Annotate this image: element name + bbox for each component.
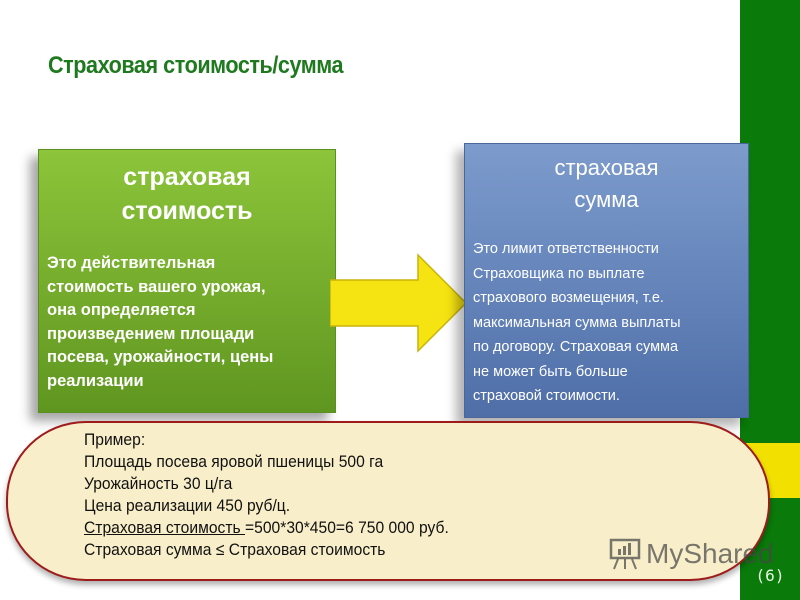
heading-line: стоимость xyxy=(121,197,253,225)
insured-value-box: страховая стоимость Это действительная с… xyxy=(38,149,336,413)
body-line: по договору. Страховая сумма xyxy=(473,339,679,355)
formula: =500*30*450=6 750 000 руб. xyxy=(245,518,449,537)
body-line: страхового возмещения, т.е. xyxy=(473,290,664,306)
body-line: не может быть больше xyxy=(473,363,628,380)
watermark-text: MyShared xyxy=(646,538,774,569)
body-line: посева, урожайности, цены xyxy=(47,348,274,366)
body-line: она определяется xyxy=(47,301,196,319)
sum-insured-heading: страховая сумма xyxy=(465,152,748,216)
page-number: (6) xyxy=(755,566,785,585)
body-line: страховой стоимости. xyxy=(473,388,620,404)
example-line: Площадь посева яровой пшеницы 500 га xyxy=(84,452,384,471)
example-line: Страховая сумма ≤ Страховая стоимость xyxy=(84,540,386,559)
sum-insured-description: Это лимит ответственности Страховщика по… xyxy=(473,237,748,409)
arrow-right-icon xyxy=(330,253,468,353)
underlined-term: Страховая стоимость xyxy=(84,518,246,537)
body-line: Это действительная xyxy=(47,254,216,272)
example-lines: Пример: Площадь посева яровой пшеницы 50… xyxy=(84,429,449,561)
watermark: MyShared xyxy=(608,537,774,571)
slide-title: Страховая стоимость/сумма xyxy=(48,52,344,79)
example-label: Пример: xyxy=(84,430,146,449)
body-line: произведением площади xyxy=(47,324,255,343)
heading-line: страховая xyxy=(554,155,659,180)
insured-value-description: Это действительная стоимость вашего урож… xyxy=(47,252,335,393)
example-line: Страховая стоимость =500*30*450=6 750 00… xyxy=(84,517,449,539)
heading-line: страховая xyxy=(123,163,251,191)
body-line: Страховщика по выплате xyxy=(473,265,645,282)
sum-insured-box: страховая сумма Это лимит ответственност… xyxy=(464,143,749,418)
body-line: реализации xyxy=(47,371,144,390)
body-line: максимальная сумма выплаты xyxy=(473,314,681,331)
heading-line: сумма xyxy=(574,187,639,212)
insured-value-heading: страховая стоимость xyxy=(39,160,335,228)
body-line: Это лимит ответственности xyxy=(473,241,659,257)
presentation-chart-icon xyxy=(609,538,641,570)
example-callout: Пример: Площадь посева яровой пшеницы 50… xyxy=(6,421,770,581)
body-line: стоимость вашего урожая, xyxy=(47,277,266,296)
example-line: Цена реализации 450 руб/ц. xyxy=(84,496,291,515)
example-line: Урожайность 30 ц/га xyxy=(84,474,233,493)
